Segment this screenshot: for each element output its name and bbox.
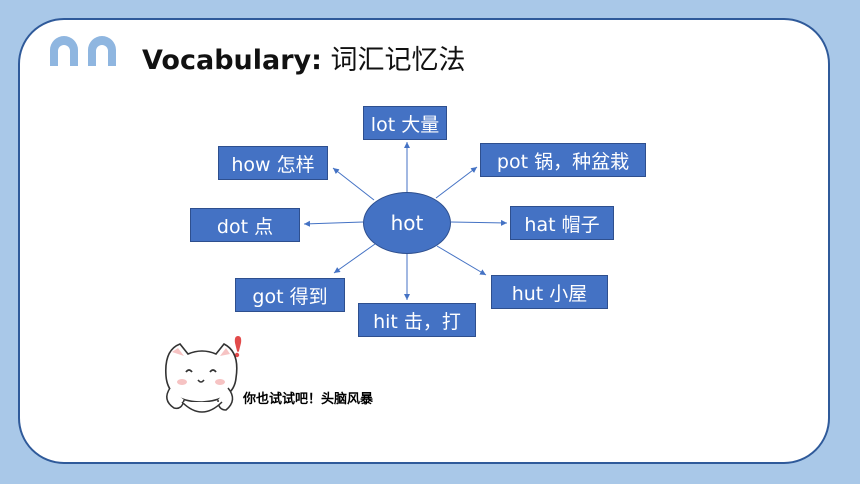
- page-title: Vocabulary: 词汇记忆法: [142, 38, 466, 77]
- title-chinese: 词汇记忆法: [321, 45, 466, 76]
- node-pot: pot 锅，种盆栽: [480, 143, 646, 177]
- node-hat: hat 帽子: [510, 206, 614, 240]
- arrow-to-got: [333, 243, 376, 274]
- node-dot: dot 点: [190, 208, 300, 242]
- arrow-to-pot: [435, 166, 478, 199]
- arrow-to-dot: [303, 220, 364, 227]
- arrow-to-hut: [436, 245, 487, 276]
- cat-illustration-icon: [164, 336, 242, 413]
- title-english: Vocabulary:: [142, 45, 322, 76]
- node-hut: hut 小屋: [491, 275, 608, 309]
- brainstorm-caption: 你也试试吧！头脑风暴: [243, 392, 374, 407]
- arch-decoration-icon: [50, 36, 116, 66]
- node-lot: lot 大量: [363, 106, 447, 140]
- arrow-to-how: [332, 167, 375, 201]
- node-got: got 得到: [235, 278, 345, 312]
- node-how: how 怎样: [218, 146, 328, 180]
- center-node-hot: hot: [363, 192, 451, 254]
- arrow-to-hat: [450, 219, 508, 226]
- node-hit: hit 击，打: [358, 303, 476, 337]
